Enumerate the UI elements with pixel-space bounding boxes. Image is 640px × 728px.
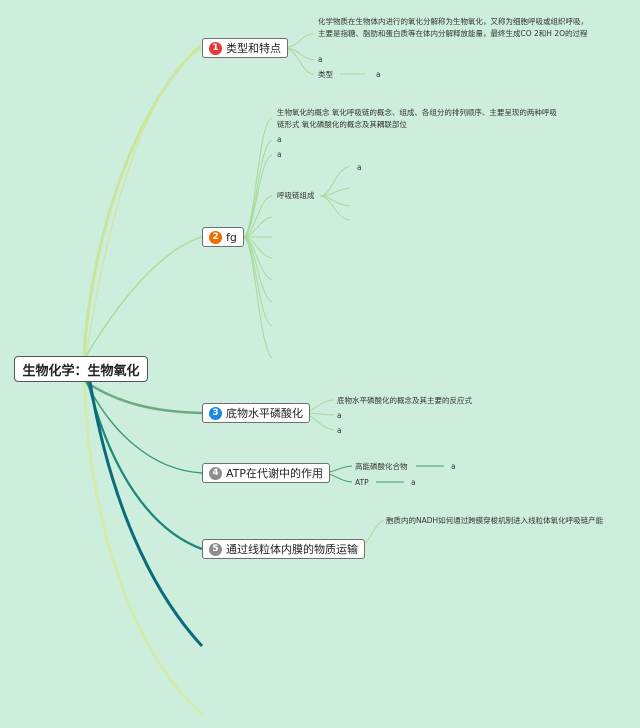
- leaf-5-nadh-shuttle: 胞质内的NADH如何通过跨膜穿梭机制进入线粒体氧化呼吸链产能: [386, 516, 604, 525]
- branch-3-label: 底物水平磷酸化: [226, 407, 303, 420]
- number-badge-1: 1: [209, 41, 222, 55]
- branch-4-label: ATP在代谢中的作用: [226, 467, 324, 480]
- branch-2-node[interactable]: 2 fg: [202, 227, 244, 247]
- branch-line-bottom-arc: [82, 381, 203, 716]
- leaf-4-high-energy: 高能磷酸化合物: [355, 462, 408, 471]
- leaf-2-a2: a: [277, 150, 282, 159]
- sub-line-2d: [242, 195, 273, 238]
- sub-line-2j: [242, 236, 273, 327]
- branch-4-node[interactable]: 4 ATP在代谢中的作用: [202, 463, 331, 483]
- leaf-1-a: a: [318, 55, 323, 64]
- leaf-4-atp-a: a: [411, 478, 416, 487]
- leaf-4-atp: ATP: [355, 478, 369, 487]
- leaf-1-definition: 化学物质在生物体内进行的氧化分解称为生物氧化，又称为细胞呼吸或组织呼吸，主要是指…: [318, 17, 588, 38]
- branch-5-label: 通过线粒体内膜的物质运输: [226, 543, 358, 556]
- sub-line-2d4: [319, 195, 351, 221]
- sub-line-2a: [242, 117, 273, 238]
- branch-line-6: [88, 381, 204, 648]
- leaf-3-a2: a: [337, 426, 342, 435]
- leaf-3-a1: a: [337, 411, 342, 420]
- leaf-3-concept: 底物水平磷酸化的概念及其主要的反应式: [337, 396, 472, 405]
- leaf-2-concepts: 生物氧化的概念 氧化呼吸链的概念、组成、各组分的排列顺序、主要呈现的两种呼吸链形…: [277, 108, 557, 129]
- leaf-1-type-a: a: [376, 70, 381, 79]
- sub-line-2k: [242, 236, 273, 359]
- number-badge-4: 4: [209, 466, 222, 480]
- branch-line-2: [85, 236, 203, 357]
- leaf-2-chain-a: a: [357, 163, 362, 172]
- number-badge-3: 3: [209, 406, 222, 420]
- branch-line-4: [85, 381, 203, 474]
- leaf-2-a1: a: [277, 135, 282, 144]
- branch-line-1: [85, 47, 203, 357]
- sub-line-2d1: [319, 165, 351, 197]
- number-badge-5: 5: [209, 542, 222, 556]
- root-topic[interactable]: 生物化学：生物氧化: [14, 356, 148, 382]
- branch-1-node[interactable]: 1 类型和特点: [202, 38, 288, 58]
- leaf-2-chain-composition: 呼吸链组成: [277, 191, 315, 200]
- number-badge-2: 2: [209, 230, 222, 244]
- sub-line-2b: [242, 139, 273, 238]
- branch-line-top-arc: [82, 44, 202, 357]
- branch-3-node[interactable]: 3 底物水平磷酸化: [202, 403, 310, 423]
- sub-line-2c: [242, 154, 273, 238]
- leaf-4-high-energy-a: a: [451, 462, 456, 471]
- branch-1-label: 类型和特点: [226, 42, 281, 55]
- branch-5-node[interactable]: 5 通过线粒体内膜的物质运输: [202, 539, 365, 559]
- leaf-1-type: 类型: [318, 70, 333, 79]
- branch-line-3: [85, 380, 203, 415]
- branch-2-label: fg: [226, 230, 237, 244]
